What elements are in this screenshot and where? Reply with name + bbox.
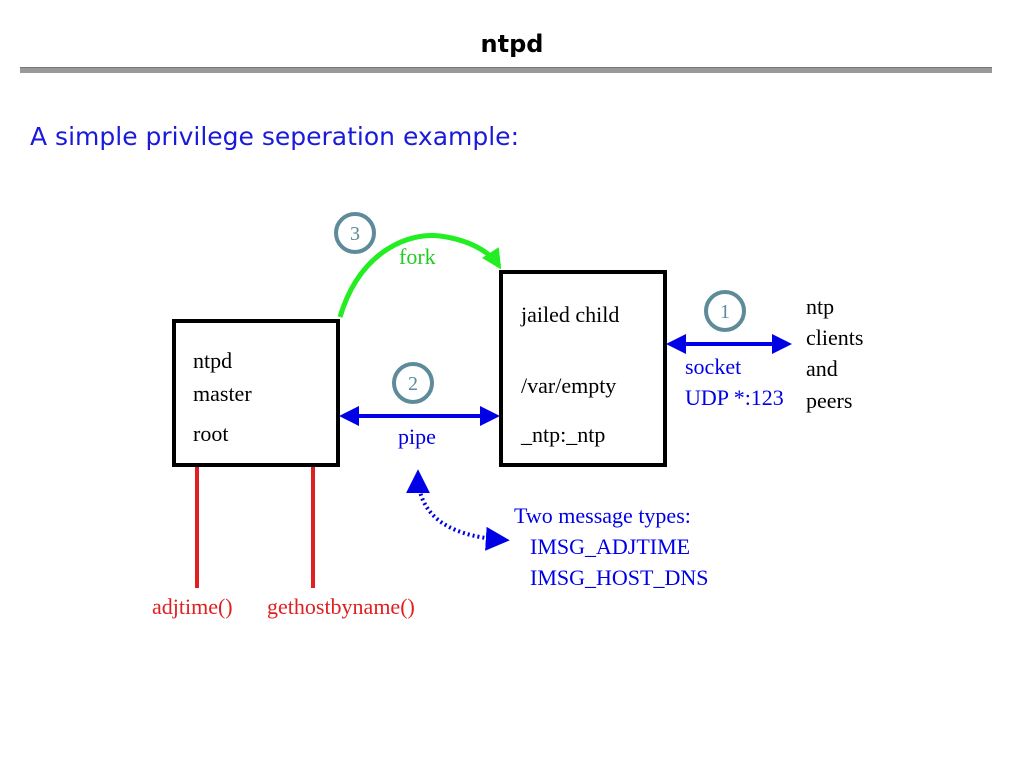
adjtime-label: adjtime() [152,594,233,619]
peers-line-2: clients [806,325,863,350]
step-3-number: 3 [350,223,360,245]
child-process-box [499,270,667,467]
gethostbyname-label: gethostbyname() [267,594,415,619]
master-name: ntpd [193,348,232,373]
fork-arrow [337,232,502,318]
step-2-number: 2 [408,373,418,395]
slide-title: ntpd [480,30,544,58]
peers-line-1: ntp [806,294,834,319]
message-types-heading: Two message types: [514,503,691,528]
step-3-badge [334,212,376,254]
message-types-arrow [406,469,510,551]
message-type-host-dns: IMSG_HOST_DNS [530,565,708,590]
slide-subtitle: A simple privilege seperation example: [30,122,519,151]
child-user: _ntp:_ntp [520,422,605,447]
master-process-box [172,319,340,467]
step-1-badge [704,290,746,332]
title-divider [20,67,992,73]
child-chroot: /var/empty [521,373,616,398]
socket-port-label: UDP *:123 [685,385,784,410]
message-type-adjtime: IMSG_ADJTIME [530,534,690,559]
pipe-label: pipe [398,424,436,449]
master-user: root [193,421,228,446]
fork-label: fork [399,244,436,269]
master-role: master [193,381,252,406]
step-2-badge [392,362,434,404]
child-name: jailed child [520,302,619,327]
socket-label: socket [685,354,741,379]
peers-line-3: and [806,356,838,381]
peers-line-4: peers [806,388,852,413]
step-1-number: 1 [720,301,730,323]
